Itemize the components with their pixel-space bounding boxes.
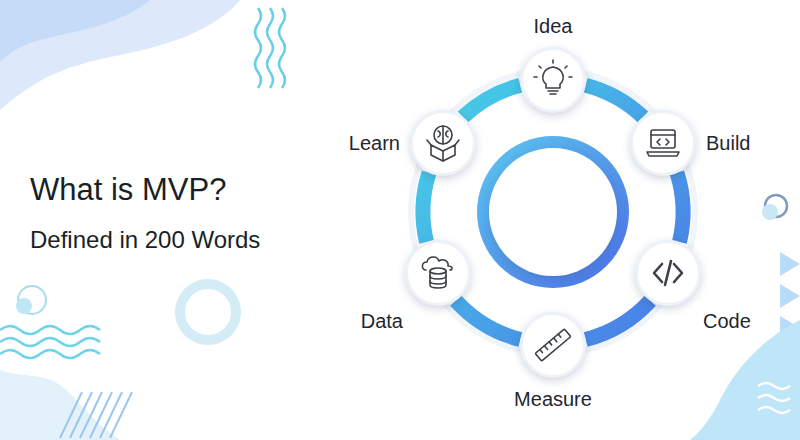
step-circle: Code — [635, 240, 701, 306]
step-label: Code — [703, 310, 751, 332]
step-label: Measure — [514, 388, 592, 410]
step-circle: Data — [405, 240, 471, 306]
step-circle: Build — [630, 110, 696, 176]
ring-segment — [456, 301, 521, 340]
ring-segment — [586, 85, 643, 117]
step-label: Build — [706, 132, 750, 154]
step-circle: Measure — [520, 312, 586, 378]
ring-segment — [463, 85, 520, 117]
subtitle: Defined in 200 Words — [30, 226, 260, 254]
step-label: Data — [361, 310, 403, 332]
step-label: Learn — [349, 132, 400, 154]
ring-segment — [586, 301, 651, 340]
title: What is MVP? — [30, 172, 226, 208]
ring-segment — [677, 173, 683, 242]
ring-segment — [423, 173, 429, 242]
step-label: Idea — [534, 15, 573, 37]
step-circle: Learn — [410, 110, 476, 176]
step-circle: Idea — [520, 47, 586, 113]
